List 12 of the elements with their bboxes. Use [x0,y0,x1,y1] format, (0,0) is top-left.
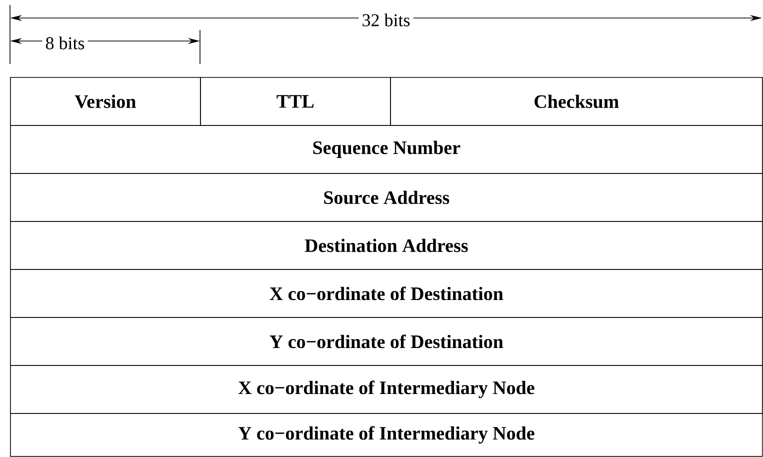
table-cell: Source Address [10,173,763,222]
dimension-label: 8 bits [42,34,88,52]
table-cell: Version [10,77,201,126]
dimension-label: 32 bits [358,10,414,30]
table-cell: X co−ordinate of Destination [10,269,763,318]
table-cell: Destination Address [10,221,763,270]
table-cell: X co−ordinate of Intermediary Node [10,365,763,414]
table-cell: Y co−ordinate of Intermediary Node [10,413,763,457]
table-cell: Checksum [390,77,763,126]
table-cell: Sequence Number [10,125,763,174]
table-cell: TTL [200,77,391,126]
table-cell: Y co−ordinate of Destination [10,317,763,366]
